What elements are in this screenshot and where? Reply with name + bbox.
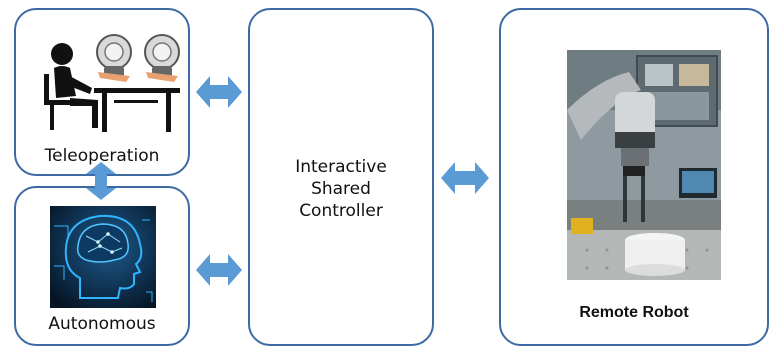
autonomous-label: Autonomous [48, 314, 156, 334]
controller-label-line-3: Controller [299, 201, 383, 221]
teleoperation-box: Teleoperation [14, 8, 190, 176]
arrow-teleop-autonomous [86, 162, 116, 200]
controller-label-line-2: Shared [311, 179, 371, 199]
operator-icon [44, 43, 180, 132]
teleoperation-label: Teleoperation [44, 146, 160, 166]
shared-controller-box: Interactive Shared Controller [248, 8, 434, 346]
ai-brain-icon [50, 206, 156, 308]
remote-robot-box: Remote Robot [499, 8, 769, 346]
controller-label: Interactive Shared Controller [250, 156, 432, 222]
haptic-device-icon [96, 34, 180, 82]
autonomous-box: Autonomous [14, 186, 190, 346]
robot-arm-photo [567, 50, 721, 280]
remote-robot-label: Remote Robot [579, 304, 689, 321]
arrow-autonomous-controller [196, 254, 242, 286]
controller-label-line-1: Interactive [295, 157, 387, 177]
arrow-controller-robot [441, 162, 489, 194]
arrow-teleop-controller [196, 76, 242, 108]
